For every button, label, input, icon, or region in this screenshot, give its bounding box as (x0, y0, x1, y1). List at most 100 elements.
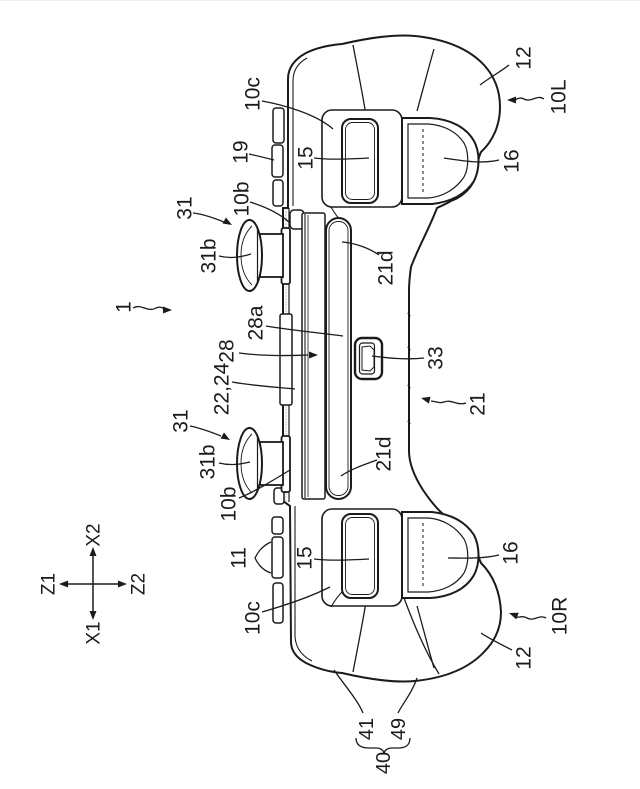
arrow-28-tail (238, 352, 309, 357)
grip-boundary-bottom (403, 597, 440, 675)
leader-10c-top (261, 100, 334, 130)
parting-line-ticks (407, 312, 411, 425)
ref-label-22-24: 22,24 (210, 362, 233, 415)
leader-33 (371, 355, 425, 360)
brace-40 (355, 737, 411, 756)
grip-contour-top-left (352, 44, 367, 116)
ref-label-21d-top: 21d (374, 250, 397, 285)
button-15-top-outline (341, 118, 379, 204)
axis-label-z2: Z2 (129, 573, 150, 595)
ref-label-12-top: 12 (512, 46, 535, 69)
axis-label-z1: Z1 (39, 573, 60, 595)
ref-label-16-top: 16 (500, 149, 523, 172)
brace-11 (254, 541, 272, 574)
tab-11-d (272, 582, 284, 624)
reference-labels: 12 10L 10c 19 15 16 31 10b 31b 21d 1 28a… (112, 46, 571, 774)
ref-label-31-bottom: 31 (169, 409, 192, 432)
touchpad-bar-inner (328, 221, 349, 496)
stick-cap-top-dish (240, 225, 253, 286)
ref-label-31b-bottom: 31b (196, 444, 219, 479)
leader-lines (218, 64, 513, 756)
tab-11-c (271, 536, 284, 579)
leader-22-24 (231, 381, 296, 390)
leader-10b-top (249, 201, 290, 223)
ref-label-28a: 28a (244, 305, 267, 340)
axis-arrow-up (89, 547, 97, 556)
frame-transition-bottom (330, 591, 343, 608)
ref-label-21d-bottom: 21d (372, 436, 395, 471)
trigger-16-bottom-inner (407, 517, 469, 593)
tab-19-a (272, 107, 285, 144)
leader-16-top (443, 157, 500, 163)
ref-label-10b-top: 10b (230, 181, 253, 216)
ref-label-31b-top: 31b (197, 238, 220, 273)
ref-label-10c-top: 10c (241, 77, 264, 111)
center-plate (279, 313, 293, 406)
arrow-21-tail (430, 400, 467, 405)
button-15-bottom-inner (345, 517, 375, 595)
leader-12-top (479, 64, 510, 86)
edge-inner-line-top (292, 57, 308, 206)
analog-stick-top (236, 219, 291, 292)
ref-label-49: 49 (388, 718, 410, 740)
stick-shaft-top (259, 233, 284, 278)
leader-10c-bottom (261, 586, 331, 613)
shoulder-assembly-right (321, 508, 480, 608)
arrow-10L-tail (511, 96, 545, 102)
ref-label-19: 19 (229, 140, 252, 163)
tab-11-b (271, 516, 284, 535)
ref-label-41: 41 (356, 718, 378, 740)
ref-label-15-bottom: 15 (293, 546, 316, 569)
arrow-21-head (421, 396, 431, 404)
leader-16-bottom (447, 554, 500, 559)
leader-21d-bottom (340, 459, 378, 477)
ref-label-40: 40 (373, 752, 395, 774)
leader-49 (397, 677, 418, 714)
leader-19 (248, 153, 275, 161)
axis-arrow-left (59, 580, 68, 588)
axis-arrow-down (89, 611, 97, 620)
leader-28a (265, 325, 344, 337)
axis-label-x1: X1 (84, 621, 105, 644)
arrow-10L-head (507, 96, 516, 104)
axis-indicator: X2 X1 Z1 Z2 (39, 523, 150, 644)
trigger-16-top-inner (407, 123, 469, 199)
axis-arrow-right (118, 580, 127, 588)
arrow-31-bottom-head (220, 432, 230, 440)
touchpad-bar-28a (325, 217, 352, 500)
usb-port-connector (361, 345, 375, 372)
stick-cap-top (236, 219, 263, 292)
ref-label-11: 11 (227, 547, 250, 569)
leader-41 (333, 669, 364, 714)
button-15-bottom-outline (341, 513, 379, 599)
ref-label-15-top: 15 (294, 146, 317, 169)
stick-shaft-bottom (259, 441, 284, 486)
arrow-1-head (163, 306, 172, 314)
tab-19-c (272, 179, 284, 207)
arrow-10R-tail (516, 615, 547, 620)
leader-12-bottom (480, 632, 513, 651)
trigger-16-bottom-outline (401, 511, 480, 599)
button-15-top-inner (345, 122, 375, 200)
grip-contour-bottom-left (352, 601, 367, 673)
arrow-10R-head (509, 612, 519, 620)
arrow-31-top-head (222, 217, 232, 225)
ref-label-10c-bottom: 10c (241, 601, 264, 635)
edge-inner-line-bottom (294, 506, 313, 662)
arrow-1-tail (132, 305, 165, 311)
ref-label-12-bottom: 12 (512, 646, 535, 669)
ref-label-16-bottom: 16 (499, 541, 522, 564)
ref-label-10L: 10L (547, 79, 570, 114)
leader-10b-bottom (238, 469, 291, 499)
ref-label-33: 33 (424, 346, 447, 369)
arrow-leaders (132, 96, 547, 620)
leader-21d-top (341, 241, 380, 256)
axis-label-x2: X2 (84, 523, 105, 546)
ref-label-1: 1 (112, 301, 135, 313)
leader-15-bottom (313, 558, 370, 561)
leader-15-top (313, 157, 370, 160)
ref-label-31-top: 31 (173, 196, 196, 219)
leader-31b-bottom (218, 461, 251, 466)
